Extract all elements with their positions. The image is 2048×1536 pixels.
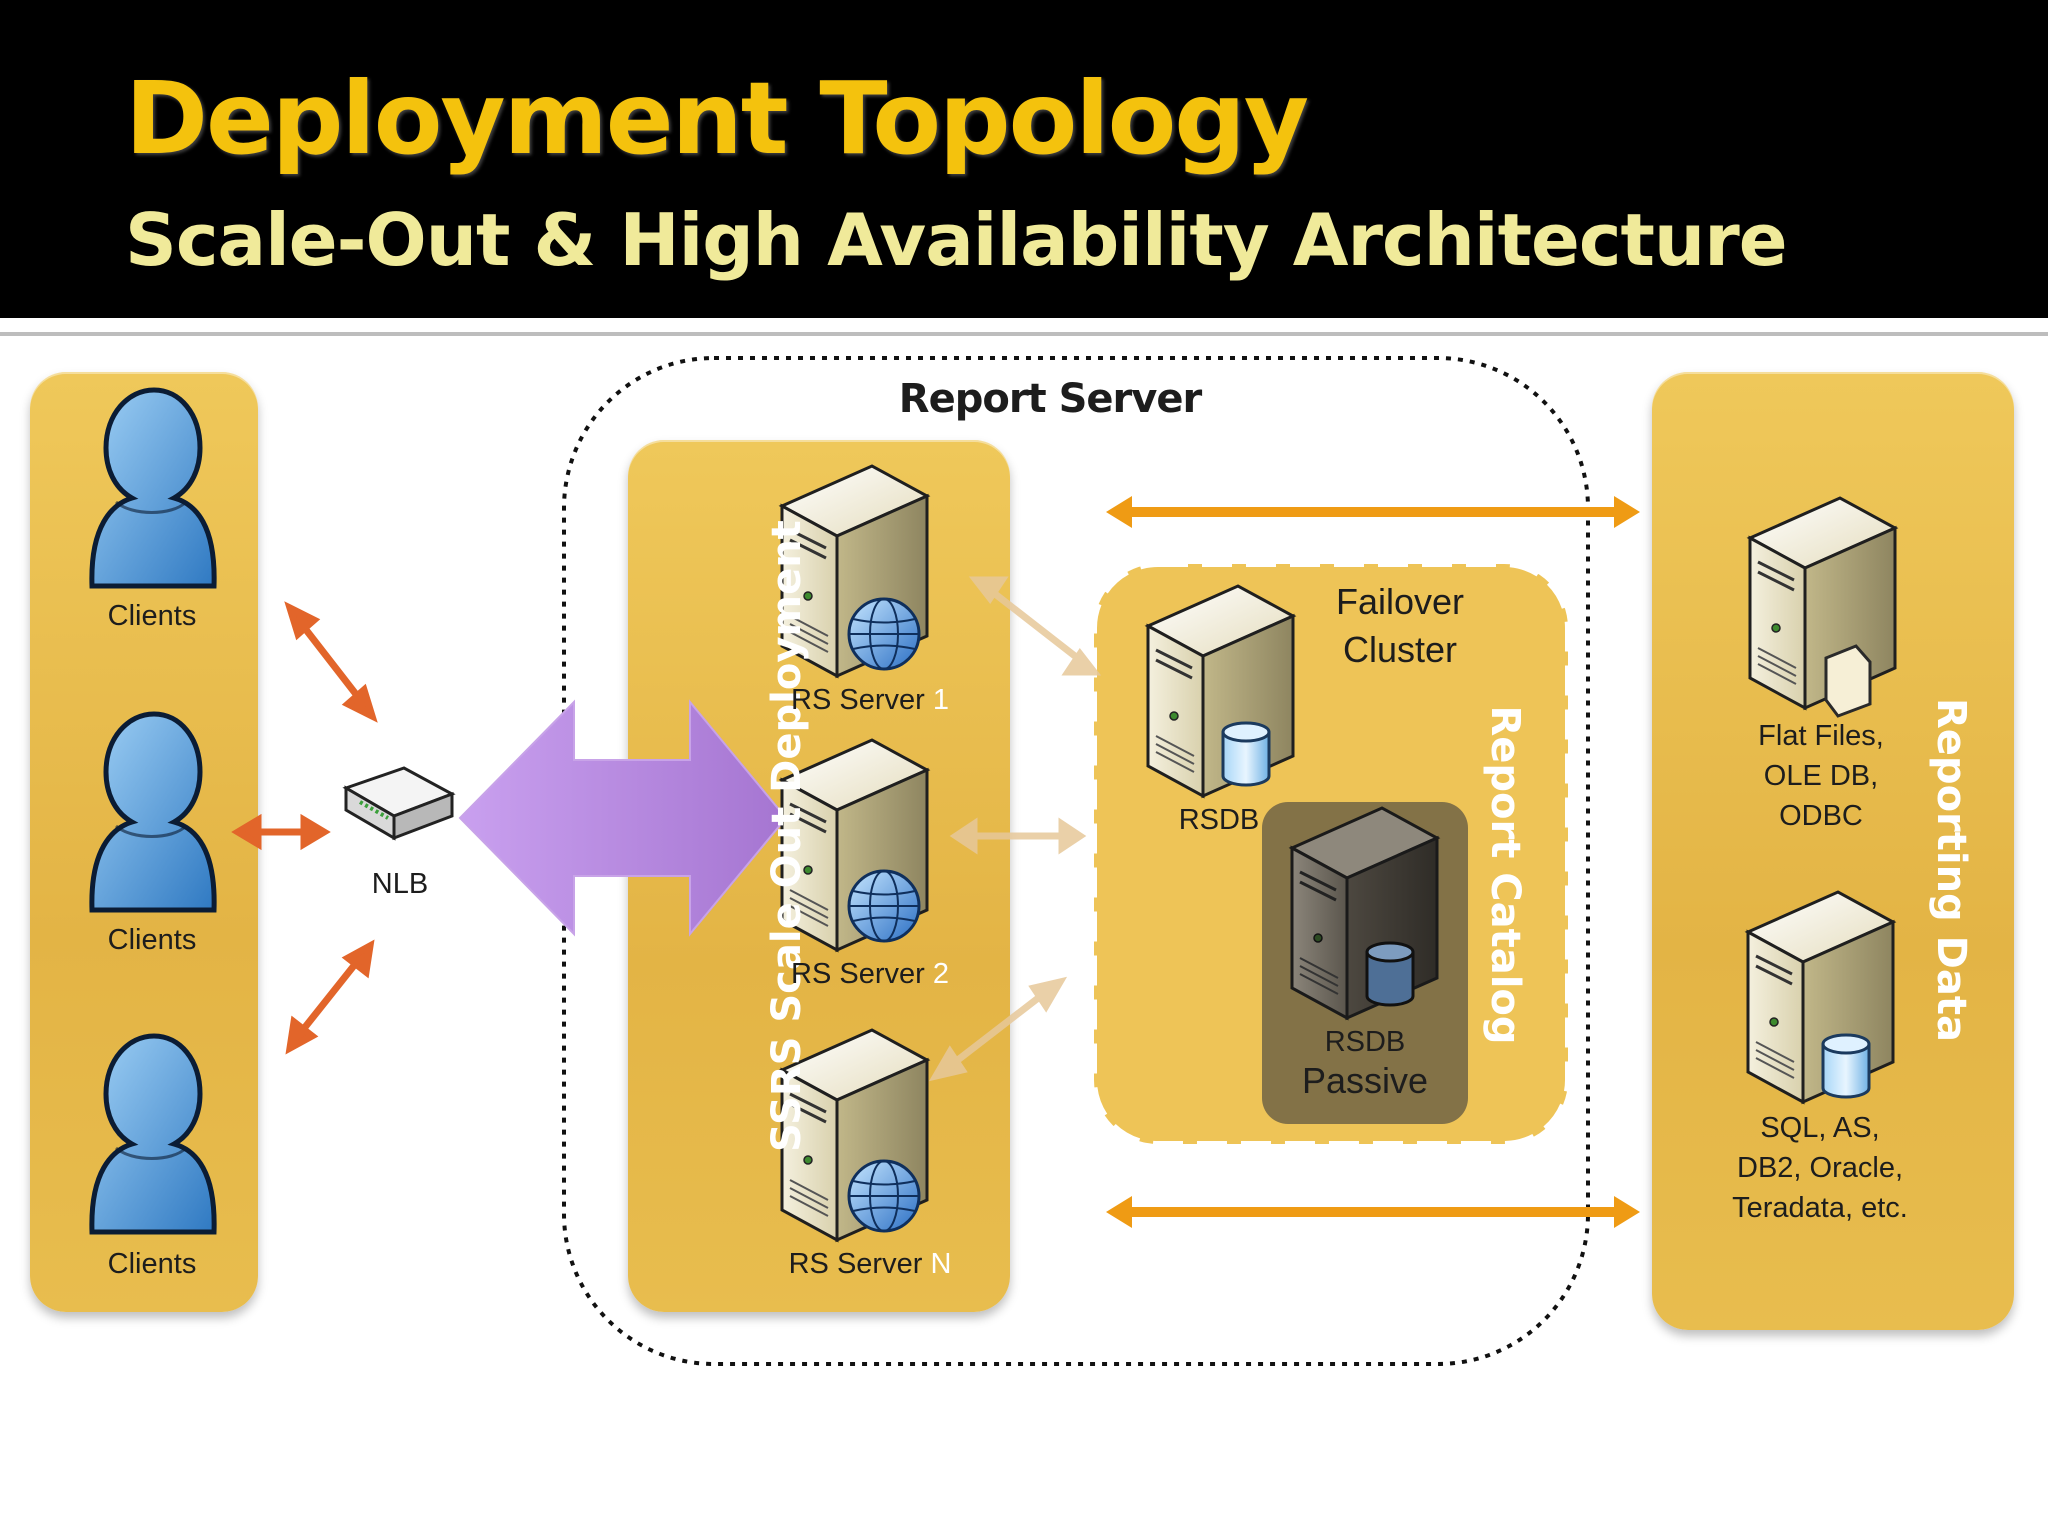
passive-server-icon xyxy=(1290,806,1439,1020)
sql-sources-label: SQL, AS, DB2, Oracle, Teradata, etc. xyxy=(1700,1108,1940,1228)
nlb-to-servers-arrow xyxy=(458,699,788,937)
report-server-label: Report Server xyxy=(898,376,1202,422)
rs-server-name: RS Server xyxy=(791,958,925,990)
rs-server-number: N xyxy=(930,1248,952,1280)
slide-title: Deployment Topology xyxy=(125,60,1309,177)
nlb-label: NLB xyxy=(371,868,429,900)
title-bar: Deployment Topology Scale-Out & High Ava… xyxy=(0,0,2048,318)
failover-cluster-label: Failover Cluster xyxy=(1320,578,1480,674)
source-line: Teradata, etc. xyxy=(1732,1192,1908,1224)
failover-label-line1: Failover xyxy=(1335,581,1465,622)
header-divider xyxy=(0,332,2048,336)
rs-server-name: RS Server xyxy=(788,1248,923,1280)
rsdb-active-label: RSDB xyxy=(1178,804,1260,836)
rs-server-number: 1 xyxy=(932,684,949,716)
client-connection-arrows xyxy=(231,601,378,1055)
rs-server-label: RS Server 2 xyxy=(770,958,970,991)
failover-label-line2: Cluster xyxy=(1342,629,1458,670)
rs-server-label: RS Server 1 xyxy=(770,684,970,717)
report-server-boundary xyxy=(562,356,1590,1366)
clients-label: Clients xyxy=(107,1248,197,1280)
source-line: Flat Files, xyxy=(1758,720,1884,752)
clients-label: Clients xyxy=(107,924,197,956)
source-line: OLE DB, xyxy=(1763,760,1879,792)
source-line: ODBC xyxy=(1779,800,1863,832)
globe-icon xyxy=(847,1159,921,1233)
client-person-icon xyxy=(92,390,214,586)
reporting-data-arrows xyxy=(1106,496,1640,1228)
flat-files-label: Flat Files, OLE DB, ODBC xyxy=(1716,716,1926,836)
database-icon xyxy=(1365,941,1415,1007)
catalog-connection-arrows xyxy=(928,576,1102,1082)
rs-server-label: RS Server N xyxy=(770,1248,970,1281)
clients-label: Clients xyxy=(107,600,197,632)
client-person-icon xyxy=(92,714,214,910)
nlb-device-icon xyxy=(342,766,456,841)
scale-out-deployment-label: SSRS Scale Out Deployment xyxy=(764,520,810,1152)
database-server-icon xyxy=(1746,890,1895,1104)
database-icon xyxy=(1821,1033,1871,1099)
source-line: SQL, AS, xyxy=(1760,1112,1880,1144)
rs-server-name: RS Server xyxy=(791,684,925,716)
rs-server-number: 2 xyxy=(932,958,949,990)
database-icon xyxy=(1221,721,1271,787)
flat-file-server xyxy=(1748,496,1897,718)
rsdb-server-icon xyxy=(1146,584,1295,798)
globe-icon xyxy=(847,597,921,671)
slide-subtitle: Scale-Out & High Availability Architectu… xyxy=(125,198,1788,282)
source-line: DB2, Oracle, xyxy=(1737,1152,1903,1184)
client-person-icon xyxy=(92,1036,214,1232)
reporting-data-label: Reporting Data xyxy=(1928,698,1974,1042)
globe-icon xyxy=(847,869,921,943)
passive-label: Passive xyxy=(1301,1060,1429,1101)
report-catalog-label: Report Catalog xyxy=(1482,705,1528,1045)
rsdb-passive-label: RSDB xyxy=(1324,1026,1406,1058)
